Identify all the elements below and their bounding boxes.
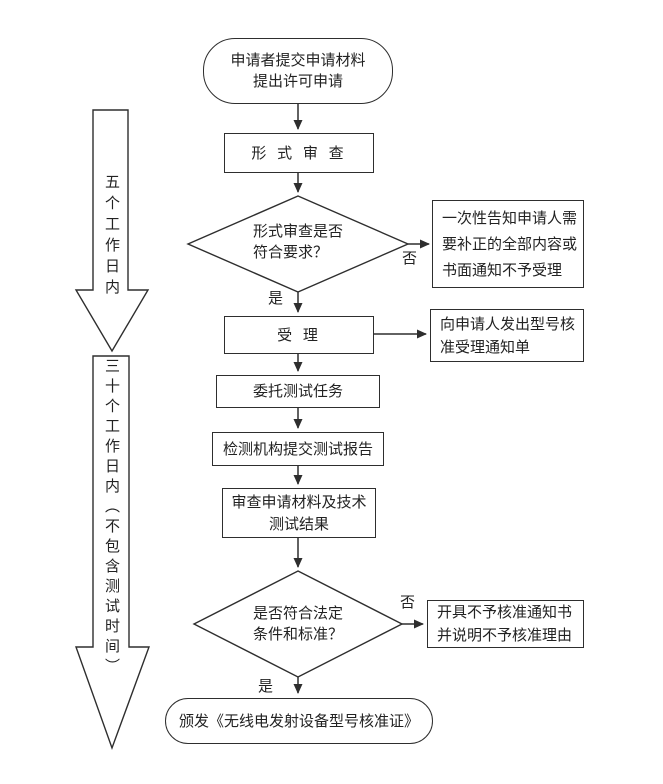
decision-legal-line-2: 条件和标准？: [253, 625, 344, 643]
decision-formal-text: 形式审查是否 符合要求？: [253, 221, 343, 263]
timeline-arrow-five-days: [74, 109, 150, 353]
edge-label-legal-no: 否: [400, 593, 416, 611]
node-accept: 受 理: [224, 316, 374, 354]
node-review-materials: 审查申请材料及技术 测试结果: [222, 488, 376, 538]
edge-label-formal-no: 否: [402, 249, 418, 267]
node-start: 申请者提交申请材料 提出许可申请: [203, 38, 393, 104]
node-start-line-2: 提出许可申请: [252, 72, 343, 90]
node-formal-review-label: 形 式 审 查: [251, 143, 347, 162]
node-issue-cert: 颁发《无线电发射设备型号核准证》: [165, 698, 433, 744]
box-acceptance-notice: 向申请人发出型号核 准受理通知单: [430, 309, 584, 362]
edge-label-formal-yes: 是: [268, 289, 284, 307]
node-accept-label: 受 理: [277, 325, 321, 344]
node-start-line-1: 申请者提交申请材料: [230, 51, 366, 69]
node-test-report: 检测机构提交测试报告: [212, 432, 384, 466]
rejection-notice-line-2: 并说明不予核准理由: [437, 626, 573, 644]
acceptance-notice-line-2: 准受理通知单: [440, 337, 531, 356]
decision-legal-text: 是否符合法定 条件和标准？: [253, 603, 343, 645]
node-assign-test-label: 委托测试任务: [252, 382, 343, 400]
box-notify-correction: 一次性告知申请人需 要补正的全部内容或 书面通知不予受理: [432, 200, 584, 288]
notify-correction-line-3: 书面通知不予受理: [442, 261, 563, 279]
notify-correction-line-1: 一次性告知申请人需: [442, 209, 578, 227]
node-formal-review: 形 式 审 查: [224, 133, 374, 173]
decision-legal-line-1: 是否符合法定: [253, 604, 344, 622]
timeline-label-five-days: 五个工作日内: [103, 174, 121, 300]
rejection-notice-line-1: 开具不予核准通知书: [437, 603, 573, 621]
node-assign-test: 委托测试任务: [216, 375, 380, 408]
decision-formal-line-1: 形式审查是否: [253, 222, 344, 240]
acceptance-notice-line-1: 向申请人发出型号核: [440, 314, 576, 333]
notify-correction-line-2: 要补正的全部内容或: [442, 235, 578, 253]
timeline-arrow-thirty-days: [75, 355, 151, 751]
node-test-report-label: 检测机构提交测试报告: [222, 439, 373, 458]
timeline-label-thirty-days: 三十个工作日内（不包含测试时间）: [103, 358, 121, 678]
decision-formal-line-2: 符合要求？: [253, 243, 329, 261]
edge-label-legal-yes: 是: [258, 677, 274, 695]
box-rejection-notice: 开具不予核准通知书 并说明不予核准理由: [427, 600, 584, 648]
node-review-materials-line-1: 审查申请材料及技术: [231, 493, 367, 511]
node-issue-cert-label: 颁发《无线电发射设备型号核准证》: [178, 711, 419, 730]
node-review-materials-line-2: 测试结果: [268, 515, 329, 533]
